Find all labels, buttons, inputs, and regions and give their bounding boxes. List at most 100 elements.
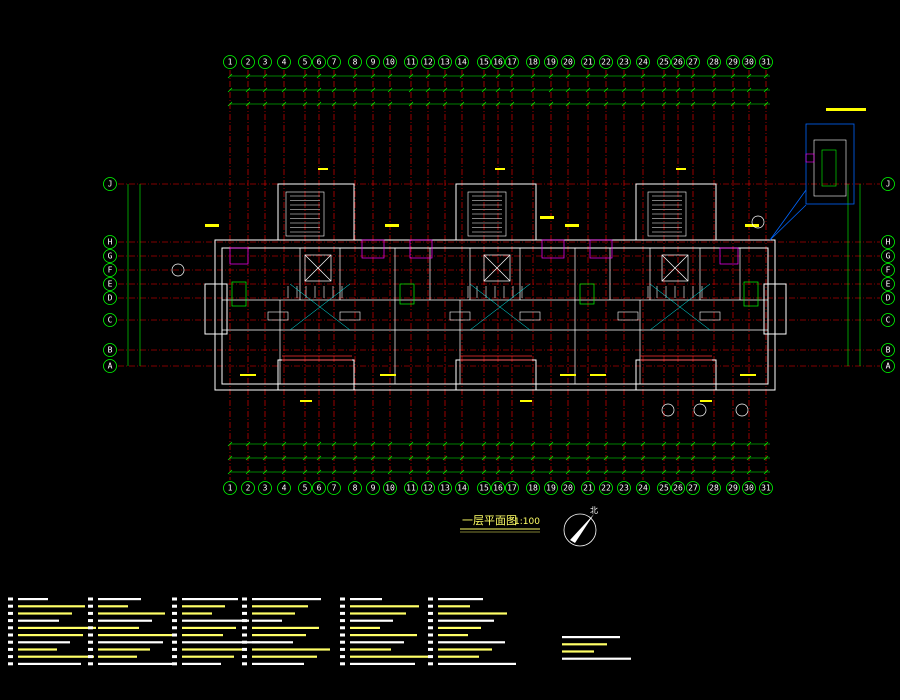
section-markers <box>171 215 765 417</box>
note-line <box>182 605 225 608</box>
dimension-tick <box>495 469 501 475</box>
column-axis-label: 27 <box>688 58 698 67</box>
column-axis-bubble <box>258 481 272 495</box>
note-bullet <box>8 604 13 608</box>
drawing-scale: 1:100 <box>514 517 540 527</box>
dimension-tick <box>509 101 515 107</box>
dimension-tick <box>281 87 287 93</box>
dimension-tick <box>459 455 465 461</box>
column-axis-bubble <box>599 55 613 69</box>
dimension-tick <box>675 101 681 107</box>
dimension-tick <box>408 469 414 475</box>
note-bullet <box>428 633 433 637</box>
dimension-tick <box>585 455 591 461</box>
note-bullet <box>340 655 345 659</box>
column-axis-bubble <box>726 55 740 69</box>
dimension-tick <box>370 87 376 93</box>
kitchen-areas <box>231 281 759 307</box>
note-line <box>18 612 72 615</box>
note-bullet <box>8 619 13 623</box>
dimension-tick <box>331 73 337 79</box>
roof-diagonals <box>289 283 711 331</box>
note-line <box>182 641 260 644</box>
dimension-tick <box>548 87 554 93</box>
column-axis-bubble <box>312 481 326 495</box>
row-axis-bubble <box>103 343 117 357</box>
dimension-tick <box>495 73 501 79</box>
note-line <box>350 605 419 608</box>
dimension-tick <box>763 73 769 79</box>
dimension-tick <box>585 73 591 79</box>
dimension-tick <box>331 87 337 93</box>
column-axis-label: 4 <box>282 484 287 493</box>
detail-callout <box>769 108 866 241</box>
note-bullet <box>8 647 13 651</box>
column-axis-label: 17 <box>507 484 517 493</box>
note-line <box>18 598 48 601</box>
dimension-tick <box>711 469 717 475</box>
column-axis-bubble <box>686 55 700 69</box>
dimension-tick <box>711 87 717 93</box>
note-bullet <box>172 597 177 601</box>
row-axis-bubble <box>103 249 117 263</box>
stair-well <box>285 191 325 237</box>
column-axis-label: 29 <box>728 58 738 67</box>
row-axis-label: H <box>108 238 113 247</box>
note-line <box>18 605 85 608</box>
note-line <box>438 634 468 637</box>
balcony-railings <box>282 355 712 361</box>
dimension-tick <box>316 73 322 79</box>
column-axis-label: 3 <box>263 58 268 67</box>
note-bullet <box>340 640 345 644</box>
note-line <box>438 598 483 601</box>
note-line <box>18 641 70 644</box>
row-axis-bubble <box>103 359 117 373</box>
note-line <box>18 662 81 665</box>
dimension-tick <box>331 469 337 475</box>
dimension-tick <box>585 441 591 447</box>
note-bullet <box>172 647 177 651</box>
note-bullet <box>340 633 345 637</box>
note-bullet <box>8 597 13 601</box>
dimension-tick <box>352 469 358 475</box>
note-line <box>18 619 59 622</box>
column-axis-bubble <box>636 481 650 495</box>
note-line <box>98 612 165 615</box>
dimension-tick <box>509 441 515 447</box>
dimension-tick <box>281 441 287 447</box>
column-axis-label: 2 <box>246 58 251 67</box>
column-axis-label: 24 <box>638 484 648 493</box>
note-bullet <box>172 604 177 608</box>
note-line <box>182 626 236 629</box>
dimension-tick <box>675 441 681 447</box>
dimension-tick <box>352 73 358 79</box>
dimension-tick <box>690 101 696 107</box>
dimension-tick <box>352 87 358 93</box>
dimension-tick <box>548 441 554 447</box>
column-axis-label: 30 <box>744 484 754 493</box>
dimension-tick <box>509 73 515 79</box>
column-axis-bubble <box>726 481 740 495</box>
note-line <box>98 655 137 658</box>
note-line <box>438 612 507 615</box>
dimension-tick <box>481 441 487 447</box>
note-bullet <box>172 633 177 637</box>
row-axis-label: D <box>886 294 891 303</box>
dimension-tick <box>585 87 591 93</box>
dimension-tick <box>442 455 448 461</box>
dimension-tick <box>621 441 627 447</box>
top-dimension-chains <box>227 73 770 475</box>
dimension-tick <box>442 73 448 79</box>
dimension-tick <box>565 441 571 447</box>
dimension-tick <box>640 469 646 475</box>
note-line <box>252 598 321 601</box>
dimension-tick <box>370 441 376 447</box>
note-line <box>350 662 415 665</box>
column-axis-label: 25 <box>659 58 669 67</box>
column-axis-bubble <box>421 55 435 69</box>
dimension-tick <box>763 441 769 447</box>
dimension-tick <box>442 469 448 475</box>
note-line <box>438 626 481 629</box>
note-line <box>98 619 152 622</box>
dimension-tick <box>603 441 609 447</box>
